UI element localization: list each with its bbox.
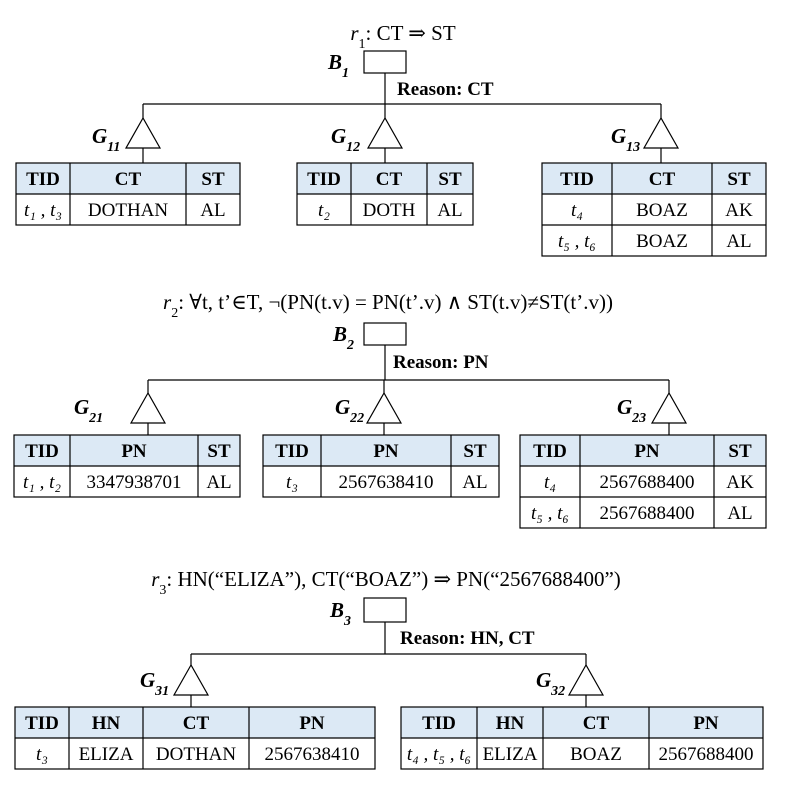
table-header-G23-pn: PN	[634, 441, 660, 462]
table-header-G12-ct: CT	[376, 169, 403, 190]
table-header-bg-G32	[401, 707, 763, 738]
table-header-G32-ct: CT	[583, 713, 610, 734]
table-header-G21-pn: PN	[121, 441, 147, 462]
block-box-B3	[363, 597, 407, 623]
group-triangle-G11	[124, 116, 162, 149]
table-header-G13-tid: TID	[560, 169, 594, 190]
table-border-G23	[519, 434, 767, 529]
group-label-G22: G22	[335, 395, 364, 426]
table-header-G31-hn: HN	[92, 713, 121, 734]
table-cell-G21: 3347938701	[87, 472, 182, 493]
table-cell-G23: t₅ , t₆	[531, 503, 569, 524]
reason-B2: Reason: PN	[393, 352, 489, 373]
reason-B3: Reason: HN, CT	[400, 628, 535, 649]
table-cell-G13: AL	[726, 231, 751, 252]
table-header-bg-G21	[14, 435, 240, 466]
table-cell-G12: AL	[437, 200, 462, 221]
table-header-G12-tid: TID	[307, 169, 341, 190]
table-cell-G13: BOAZ	[636, 231, 688, 252]
table-cell-G23: t₄	[544, 472, 556, 493]
table-header-G11-st: ST	[201, 169, 225, 190]
table-cell-G12: t₂	[318, 200, 330, 221]
table-header-bg-G13	[542, 163, 766, 194]
rule-r1: r1: CT ⇒ ST	[350, 21, 456, 52]
table-header-G12-st: ST	[438, 169, 462, 190]
group-triangle-G32	[567, 663, 605, 696]
reason-B1: Reason: CT	[397, 79, 494, 100]
table-header-G21-st: ST	[207, 441, 231, 462]
rule-r3: r3: HN(“ELIZA”), CT(“BOAZ”) ⇒ PN(“256768…	[151, 567, 621, 598]
table-header-G21-tid: TID	[25, 441, 59, 462]
table-header-G13-ct: CT	[649, 169, 676, 190]
table-cell-G31: 2567638410	[265, 744, 360, 765]
table-cell-G22: t₃	[286, 472, 298, 493]
table-cell-G13: BOAZ	[636, 200, 688, 221]
table-header-G13-st: ST	[727, 169, 751, 190]
table-header-bg-G23	[520, 435, 766, 466]
table-header-G22-st: ST	[463, 441, 487, 462]
block-label-B1: B1	[327, 50, 349, 81]
table-cell-G21: AL	[206, 472, 231, 493]
table-header-G11-ct: CT	[115, 169, 142, 190]
table-header-G31-tid: TID	[25, 713, 59, 734]
table-cell-G22: 2567638410	[339, 472, 434, 493]
table-cell-G23: AK	[726, 472, 754, 493]
table-cell-G13: t₄	[571, 200, 583, 221]
group-label-G32: G32	[536, 668, 565, 699]
table-cell-G23: AL	[727, 503, 752, 524]
table-cell-G31: t₃	[36, 744, 48, 765]
table-header-G32-pn: PN	[693, 713, 719, 734]
group-label-G13: G13	[611, 124, 640, 155]
group-triangle-G31	[172, 663, 210, 696]
block-box-B2	[363, 322, 407, 346]
group-triangle-G13	[642, 116, 680, 149]
table-cell-G32: BOAZ	[570, 744, 622, 765]
group-triangle-G23	[650, 391, 688, 424]
table-cell-G13: AK	[725, 200, 753, 221]
table-header-G22-pn: PN	[373, 441, 399, 462]
table-cell-G11: AL	[200, 200, 225, 221]
table-cell-G23: 2567688400	[600, 472, 695, 493]
table-cell-G32: t₄ , t₅ , t₆	[407, 744, 471, 765]
table-cell-G22: AL	[462, 472, 487, 493]
table-cell-G32: ELIZA	[483, 744, 538, 765]
table-header-G23-st: ST	[728, 441, 752, 462]
table-cell-G11: t₁ , t₃	[24, 200, 62, 221]
table-cell-G32: 2567688400	[659, 744, 754, 765]
table-cell-G11: DOTHAN	[88, 200, 168, 221]
block-box-B1	[363, 50, 407, 74]
table-header-G22-tid: TID	[275, 441, 309, 462]
table-header-G32-tid: TID	[422, 713, 456, 734]
table-cell-G31: ELIZA	[79, 744, 134, 765]
group-label-G12: G12	[331, 124, 360, 155]
rule-r2: r2: ∀t, t’∈T, ¬(PN(t.v) = PN(t’.v) ∧ ST(…	[163, 290, 613, 321]
group-triangle-G12	[366, 116, 404, 149]
group-triangle-G22	[365, 391, 403, 424]
table-header-G31-pn: PN	[299, 713, 325, 734]
block-label-B3: B3	[329, 598, 351, 629]
table-border-G13	[541, 162, 767, 257]
group-label-G23: G23	[617, 395, 646, 426]
group-triangle-G21	[129, 391, 167, 424]
table-cell-G23: 2567688400	[600, 503, 695, 524]
table-header-bg-G11	[16, 163, 240, 194]
block-label-B2: B2	[332, 322, 354, 353]
table-cell-G31: DOTHAN	[156, 744, 236, 765]
table-header-bg-G22	[263, 435, 499, 466]
table-header-G32-hn: HN	[496, 713, 525, 734]
group-label-G21: G21	[74, 395, 103, 426]
group-label-G11: G11	[92, 124, 120, 155]
table-header-G31-ct: CT	[183, 713, 210, 734]
table-header-G11-tid: TID	[26, 169, 60, 190]
table-header-bg-G31	[15, 707, 375, 738]
table-cell-G13: t₅ , t₆	[558, 231, 596, 252]
group-label-G31: G31	[140, 668, 169, 699]
table-header-G23-tid: TID	[533, 441, 567, 462]
table-cell-G21: t₁ , t₂	[23, 472, 61, 493]
table-header-bg-G12	[297, 163, 473, 194]
table-cell-G12: DOTH	[363, 200, 416, 221]
